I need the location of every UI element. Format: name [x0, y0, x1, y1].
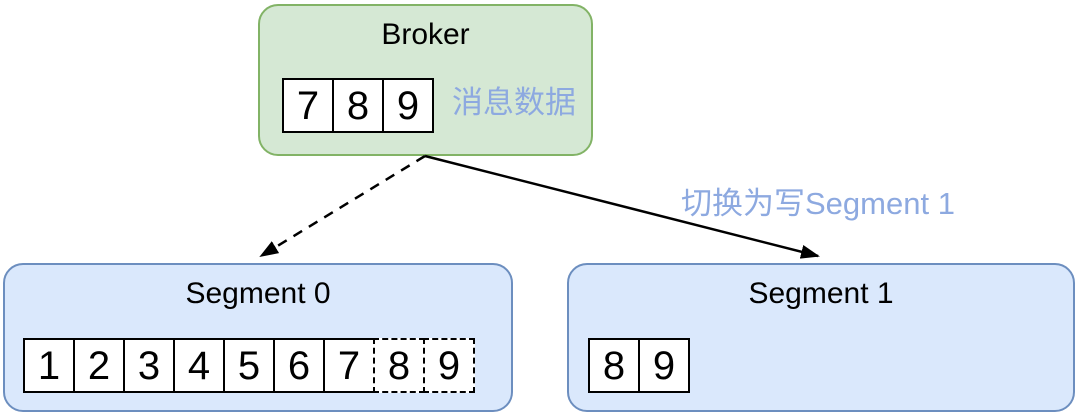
- log-cell: 9: [638, 338, 690, 393]
- log-cell: 3: [123, 338, 175, 393]
- message-data-label: 消息数据: [452, 85, 576, 120]
- log-cell: 6: [273, 338, 325, 393]
- log-cell: 7: [323, 338, 375, 393]
- log-cell: 9: [382, 78, 434, 133]
- log-cell: 7: [282, 78, 334, 133]
- log-cell: 4: [173, 338, 225, 393]
- segment1-title: Segment 1: [748, 277, 894, 310]
- broker-title: Broker: [381, 18, 470, 51]
- log-cell: 1: [23, 338, 75, 393]
- broker-to-segment0-dashed-arrow: [259, 154, 426, 258]
- log-cell: 8: [332, 78, 384, 133]
- switch-segment-arrow-label: 切换为写Segment 1: [681, 186, 955, 221]
- log-cell: 5: [223, 338, 275, 393]
- segment0-title: Segment 0: [185, 277, 331, 310]
- log-cell: 9: [423, 338, 475, 393]
- log-cell: 8: [588, 338, 640, 393]
- log-cell: 2: [73, 338, 125, 393]
- log-cell: 8: [373, 338, 425, 393]
